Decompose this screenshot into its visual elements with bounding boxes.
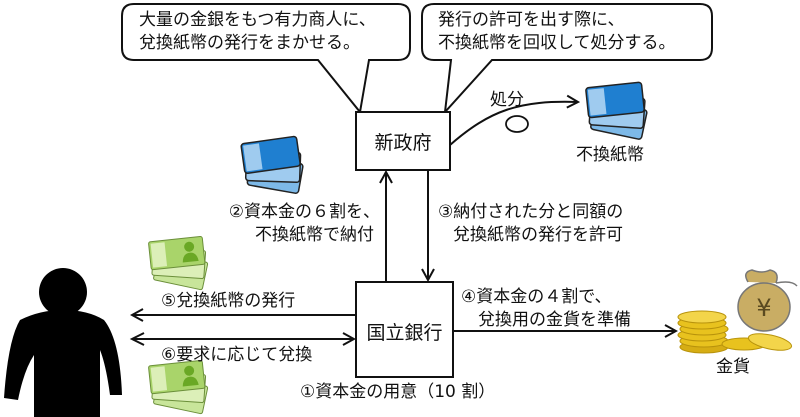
- gold-coins-label: 金貨: [716, 357, 750, 377]
- step3-line1: ③納付された分と同額の: [438, 202, 624, 222]
- bubble-right-line1: 発行の許可を出す際に、: [438, 10, 625, 30]
- bubble-left-line1: 大量の金銀をもつ有力商人に、: [139, 10, 376, 30]
- bubble-left-shape: [121, 3, 411, 115]
- government-label: 新政府: [374, 132, 432, 154]
- step5-label: ⑤兌換紙幣の発行: [161, 291, 296, 311]
- bubble-right-line2: 不換紙幣を回収して処分する。: [438, 33, 676, 53]
- svg-text:¥: ¥: [756, 294, 771, 322]
- inconvertible-notes-icon-right: [585, 81, 648, 140]
- step3-line2: 兌換紙幣の発行を許可: [453, 225, 623, 245]
- convertible-notes-icon-bottom: [148, 360, 209, 415]
- step2-line1: ②資本金の６割を、: [228, 202, 380, 222]
- step6-label: ⑥要求に応じて兌換: [161, 345, 313, 365]
- disposal-circle: [505, 115, 529, 133]
- money-bag-icon: ¥: [737, 269, 798, 332]
- inconvertible-notes-label: 不換紙幣: [576, 145, 644, 165]
- disposal-label: 処分: [490, 90, 524, 110]
- convertible-notes-icon-top: [148, 236, 209, 291]
- arrow-step6-head-left: [129, 332, 145, 346]
- bubble-right-shape: [421, 3, 713, 115]
- arrow-disposal: [449, 102, 578, 146]
- step4-line2: 兌換用の金貨を準備: [478, 310, 631, 330]
- step1-label: ①資本金の用意（10 割）: [300, 382, 496, 402]
- government-box: [355, 111, 451, 171]
- gold-coins-icon: ¥: [677, 269, 798, 354]
- bubble-left-line2: 兌換紙幣の発行をまかせる。: [139, 33, 360, 53]
- bank-box: [355, 281, 454, 378]
- person-icon: [4, 268, 122, 417]
- step2-line2: 不換紙幣で納付: [255, 225, 374, 245]
- bank-label: 国立銀行: [366, 322, 443, 344]
- inconvertible-notes-icon-left: [240, 135, 304, 194]
- step4-line1: ④資本金の４割で、: [461, 287, 612, 307]
